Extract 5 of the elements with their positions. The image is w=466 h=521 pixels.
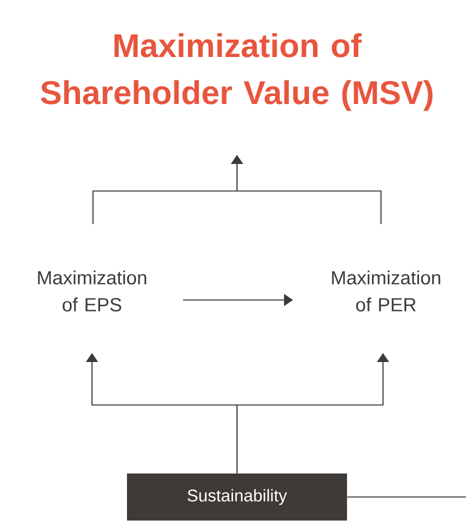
dark-box: Sustainability — [127, 474, 347, 520]
connector-arrow — [230, 155, 382, 224]
label-text: Maximization of EPS — [38, 270, 146, 312]
heading-text: Maximization of Shareholder Value (MSV) — [40, 33, 432, 111]
label-text: Maximization of PER — [332, 270, 440, 312]
